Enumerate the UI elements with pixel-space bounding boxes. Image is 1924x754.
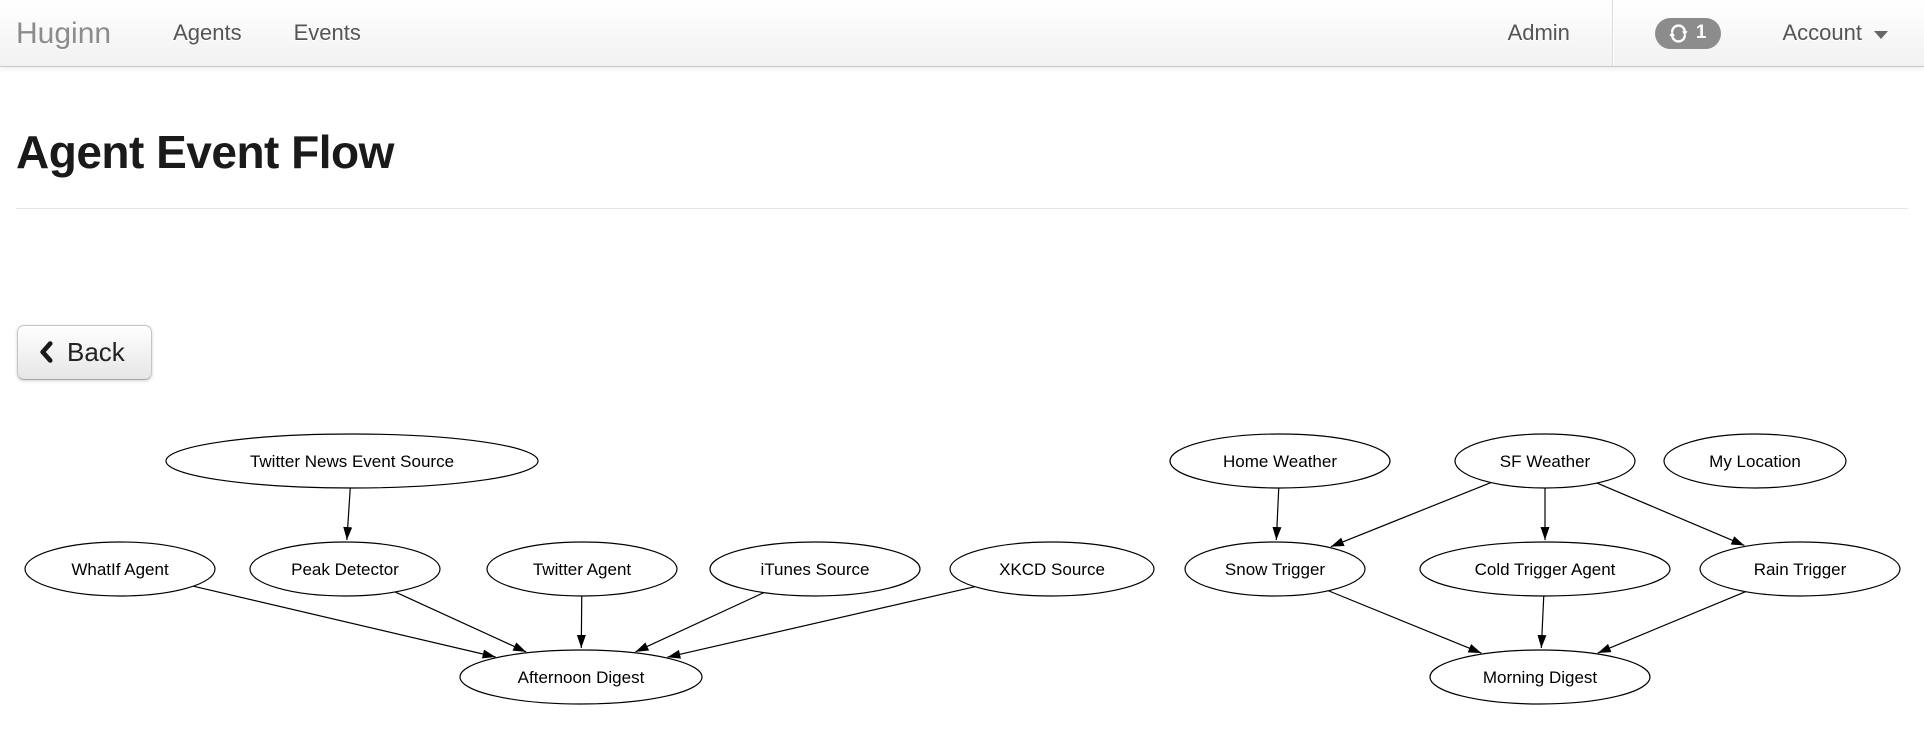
graph-node-twitter_news_event_source: Twitter News Event Source — [165, 433, 539, 489]
chevron-left-icon — [38, 340, 53, 364]
svg-text:Rain Trigger: Rain Trigger — [1754, 560, 1847, 579]
graph-edge-sf_weather-to-snow_trigger — [1330, 482, 1492, 548]
svg-text:Morning Digest: Morning Digest — [1483, 668, 1598, 687]
job-count-badge[interactable]: 1 — [1654, 17, 1721, 49]
back-button-label: Back — [67, 336, 125, 367]
graph-edge-whatif_agent-to-afternoon_digest — [193, 585, 496, 659]
graph-node-afternoon_digest: Afternoon Digest — [459, 649, 703, 705]
navbar-divider — [1611, 0, 1613, 66]
graph-edge-peak_detector-to-afternoon_digest — [394, 591, 527, 653]
graph-node-twitter_agent: Twitter Agent — [486, 541, 678, 597]
graph-edge-itunes_source-to-afternoon_digest — [635, 592, 765, 653]
graph-node-home_weather: Home Weather — [1169, 433, 1391, 489]
main-content: Agent Event Flow Back — [0, 127, 1924, 380]
graph-node-itunes_source: iTunes Source — [709, 541, 921, 597]
graph-node-snow_trigger: Snow Trigger — [1184, 541, 1366, 597]
account-label: Account — [1782, 20, 1863, 45]
svg-text:Twitter News Event Source: Twitter News Event Source — [250, 452, 454, 471]
main-nav: Agents Events — [173, 20, 361, 46]
graph-edge-cold_trigger_agent-to-morning_digest — [1537, 595, 1547, 649]
svg-text:WhatIf Agent: WhatIf Agent — [71, 560, 169, 579]
svg-text:XKCD Source: XKCD Source — [999, 560, 1105, 579]
nav-item-admin[interactable]: Admin — [1507, 20, 1570, 45]
navbar: Huginn Agents Events Admin 1 Account — [0, 0, 1924, 67]
svg-text:My Location: My Location — [1709, 452, 1801, 471]
nav-item-agents[interactable]: Agents — [173, 20, 242, 45]
graph-node-morning_digest: Morning Digest — [1429, 649, 1651, 705]
svg-text:Cold Trigger Agent: Cold Trigger Agent — [1475, 560, 1616, 579]
navbar-right: Admin 1 Account — [1508, 0, 1888, 66]
graph-node-cold_trigger_agent: Cold Trigger Agent — [1419, 541, 1671, 597]
chevron-down-icon — [1874, 30, 1888, 39]
svg-text:iTunes Source: iTunes Source — [761, 560, 870, 579]
graph-node-sf_weather: SF Weather — [1454, 433, 1636, 489]
graph-edge-snow_trigger-to-morning_digest — [1328, 590, 1482, 654]
graph-edge-home_weather-to-snow_trigger — [1272, 487, 1282, 541]
graph-edge-twitter_news_event_source-to-peak_detector — [343, 487, 353, 541]
svg-text:SF Weather: SF Weather — [1500, 452, 1591, 471]
graph-node-rain_trigger: Rain Trigger — [1699, 541, 1901, 597]
page-title: Agent Event Flow — [16, 126, 394, 178]
graph-node-whatif_agent: WhatIf Agent — [24, 541, 216, 597]
graph-node-xkcd_source: XKCD Source — [949, 541, 1155, 597]
svg-text:Peak Detector: Peak Detector — [291, 560, 399, 579]
graph-edge-sf_weather-to-rain_trigger — [1596, 482, 1745, 547]
graph-edge-rain_trigger-to-morning_digest — [1597, 591, 1746, 654]
svg-text:Afternoon Digest: Afternoon Digest — [518, 668, 645, 687]
back-button[interactable]: Back — [17, 324, 152, 380]
svg-text:Snow Trigger: Snow Trigger — [1225, 560, 1325, 579]
job-count: 1 — [1695, 22, 1707, 43]
graph-edge-xkcd_source-to-afternoon_digest — [667, 586, 976, 659]
graph-node-peak_detector: Peak Detector — [249, 541, 441, 597]
account-menu[interactable]: Account — [1782, 20, 1888, 46]
nav-item-events[interactable]: Events — [293, 20, 361, 45]
svg-text:Home Weather: Home Weather — [1223, 452, 1337, 471]
brand-logo[interactable]: Huginn — [16, 16, 112, 50]
svg-text:Twitter Agent: Twitter Agent — [533, 560, 632, 579]
graph-node-my_location: My Location — [1663, 433, 1847, 489]
agent-flow-graph: Twitter News Event Source Home Weather SF … — [24, 433, 1901, 705]
title-divider — [16, 207, 1908, 209]
refresh-icon — [1669, 23, 1688, 43]
